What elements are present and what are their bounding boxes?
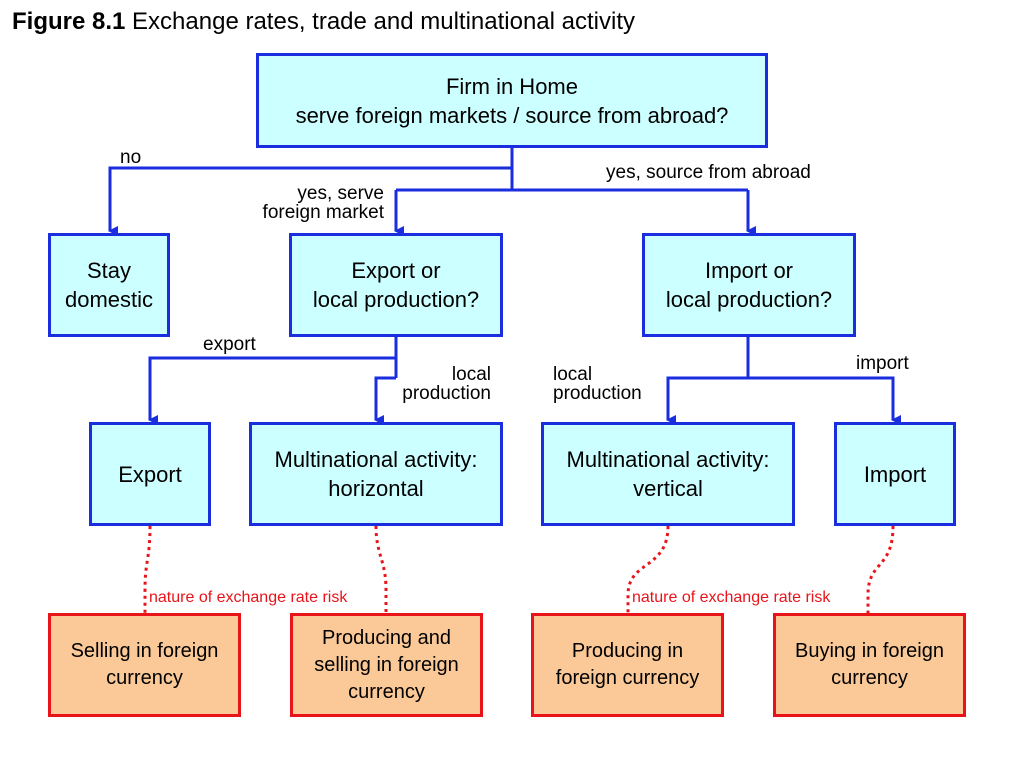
edge-label-export: export [203,334,256,355]
selling-in-foreign-currency-node: Selling in foreign currency [48,613,241,717]
edge-label-import: import [856,353,909,374]
edge-label-local-production-right: local production [553,365,642,403]
producing-line1: Producing in [571,640,684,662]
edge-label-yes-serve: yes, serve foreign market [230,184,384,222]
connector-to-export [148,356,396,425]
export-or-local-production-node: Export or local production? [289,233,503,337]
connector-firm-to-stay [108,166,512,236]
import-or-line2: local production? [665,287,833,312]
mn-horizontal-line1: Multinational activity: [274,447,478,472]
firm-line2: serve foreign markets / source from abro… [295,102,729,128]
multinational-vertical-node: Multinational activity: vertical [541,422,795,526]
import-line1: Import [863,461,927,487]
buying-line2: currency [831,667,908,689]
mn-vertical-line2: vertical [633,476,703,501]
figure-title: Figure 8.1 Exchange rates, trade and mul… [12,8,635,36]
export-line1: Export [118,461,182,487]
mn-vertical-line1: Multinational activity: [566,447,770,472]
figure-title-text: Exchange rates, trade and multinational … [132,8,635,35]
export-or-line1: Export or [351,258,441,283]
connector-to-import [748,376,901,425]
risk-label-left: nature of exchange rate risk [147,589,350,606]
edge-label-yes-serve-line1: yes, serve [297,183,384,204]
buying-line1: Buying in foreign [795,640,944,662]
producing-selling-line3: currency [348,680,425,703]
stay-line1: Stay [86,258,131,283]
edge-label-local-left-line1: local [451,364,491,385]
edge-label-local-right-line2: production [553,383,642,404]
producing-selling-line2: selling in foreign [314,653,459,676]
producing-selling-line1: Producing and [322,626,451,649]
risk-link-export [143,525,152,613]
producing-in-foreign-currency-node: Producing in foreign currency [531,613,724,717]
edge-label-local-right-line1: local [553,364,593,385]
stay-domestic-node: Stay domestic [48,233,170,337]
stay-line2: domestic [64,287,154,312]
mn-horizontal-line2: horizontal [328,476,424,501]
risk-link-import [866,525,895,613]
figure-number: Figure 8.1 [12,8,126,35]
firm-line1: Firm in Home [445,73,578,99]
buying-in-foreign-currency-node: Buying in foreign currency [773,613,966,717]
connector-to-mn-horizontal [374,376,396,425]
import-or-local-production-node: Import or local production? [642,233,856,337]
connector-to-mn-vertical [666,376,748,425]
edge-label-yes-serve-line2: foreign market [262,202,384,223]
edge-label-no: no [120,147,142,168]
risk-label-right: nature of exchange rate risk [630,589,833,606]
edge-label-local-production-left: local production [370,365,491,403]
import-or-line1: Import or [704,258,794,283]
export-or-line2: local production? [312,287,480,312]
selling-line2: currency [106,667,183,689]
producing-line2: foreign currency [555,667,700,689]
selling-line1: Selling in foreign [70,640,219,662]
risk-link-horizontal [374,525,388,613]
producing-and-selling-node: Producing and selling in foreign currency [290,613,483,717]
import-node: Import [834,422,956,526]
firm-in-home-node: Firm in Home serve foreign markets / sour… [256,53,768,148]
multinational-horizontal-node: Multinational activity: horizontal [249,422,503,526]
edge-label-local-left-line2: production [402,383,491,404]
export-node: Export [89,422,211,526]
edge-label-yes-source: yes, source from abroad [606,162,811,183]
